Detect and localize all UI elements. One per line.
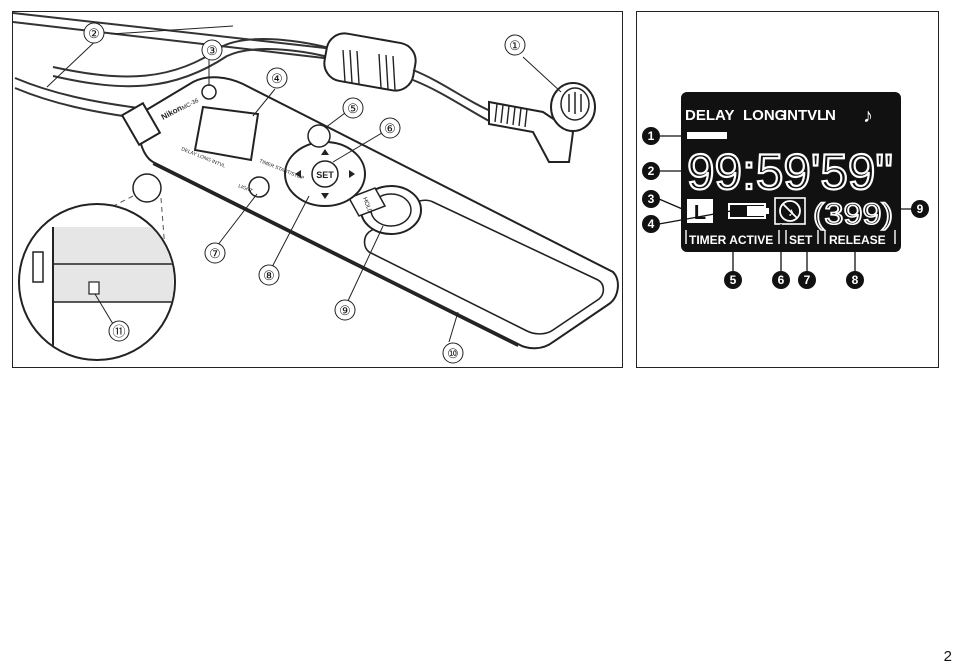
callout-11: ⑪: [112, 324, 125, 339]
lcd-mode-box: [687, 199, 713, 223]
callout-4: ④: [271, 71, 283, 86]
lock-ring: [201, 84, 217, 100]
bullet-7: 7: [804, 273, 811, 287]
lcd-label-delay: DELAY: [685, 107, 734, 124]
lcd-diagram-panel: DELAY LONG INTVL N ♪ 99:59'59" L ♪ (399): [636, 11, 939, 368]
cable-upper-b: [13, 21, 342, 61]
lcd-bullets: 1 2 3 4 5 6 7 8 9: [642, 127, 929, 289]
callout-numbers: ① ② ③ ④ ⑤ ⑥ ⑦ ⑧ ⑨ ⑩ ⑪: [83, 22, 526, 364]
bullet-5: 5: [730, 273, 737, 287]
cable-bottom-line: [52, 48, 346, 88]
music-note-icon: ♪: [863, 105, 873, 127]
lcd-counter-display: (399): [813, 198, 893, 231]
callout-6: ⑥: [384, 121, 396, 136]
bullet-6: 6: [778, 273, 785, 287]
page-number: 2: [943, 648, 952, 665]
cable-upper: [13, 12, 344, 51]
lcd-screen: [681, 92, 901, 252]
callout-10: ⑩: [447, 346, 459, 361]
remote-illustration-panel: SET Nikon MC-36 DELAY LONG INTVL TIMER S…: [12, 11, 623, 368]
detail-magnifier: [18, 173, 176, 361]
bullet-8: 8: [852, 273, 859, 287]
remote-illustration: SET Nikon MC-36 DELAY LONG INTVL TIMER S…: [13, 12, 619, 364]
svg-text:SET: SET: [316, 170, 334, 180]
lcd-label-long: LONG: [743, 107, 786, 124]
svg-text:HOLD: HOLD: [361, 197, 373, 215]
timer-start-stop-button[interactable]: [307, 124, 331, 148]
device-lcd-window: [193, 105, 260, 162]
lcd-label-set: SET: [789, 233, 813, 247]
lcd-label-release: RELEASE: [829, 233, 886, 247]
svg-text:♪: ♪: [788, 205, 794, 219]
camera-connector: [488, 82, 596, 163]
callout-7: ⑦: [209, 246, 221, 261]
lcd-mode-bar: [687, 132, 727, 139]
callout-9: ⑨: [339, 303, 351, 318]
light-button[interactable]: [248, 176, 270, 198]
bullet-1: 1: [648, 129, 655, 143]
callout-3: ③: [206, 43, 218, 58]
lcd-label-timer-active: TIMER ACTIVE: [689, 233, 773, 247]
lcd-diagram: DELAY LONG INTVL N ♪ 99:59'59" L ♪ (399): [642, 92, 929, 289]
ferrite-core: [323, 32, 417, 92]
remote-body: SET Nikon MC-36 DELAY LONG INTVL TIMER S…: [120, 76, 619, 350]
hold-lock[interactable]: [347, 187, 387, 217]
bullet-3: 3: [648, 192, 655, 206]
callout-1: ①: [509, 38, 521, 53]
cable-lower-line-a: [14, 77, 140, 109]
cable-lower-line-b: [14, 87, 138, 119]
bullet-9: 9: [917, 202, 924, 216]
callout-8: ⑧: [263, 268, 275, 283]
callout-5: ⑤: [347, 101, 359, 116]
lcd-label-n: N: [825, 107, 836, 124]
callout-2: ②: [88, 26, 100, 41]
svg-text:LIGHT: LIGHT: [237, 183, 253, 194]
bullet-2: 2: [648, 164, 655, 178]
bullet-4: 4: [648, 217, 655, 231]
lcd-label-intvl: INTVL: [783, 107, 826, 124]
mute-note-icon: ♪: [774, 197, 806, 225]
lcd-mode-letter: L: [694, 202, 706, 224]
lcd-time-display: 99:59'59": [687, 144, 893, 200]
set-button[interactable]: [311, 160, 339, 188]
